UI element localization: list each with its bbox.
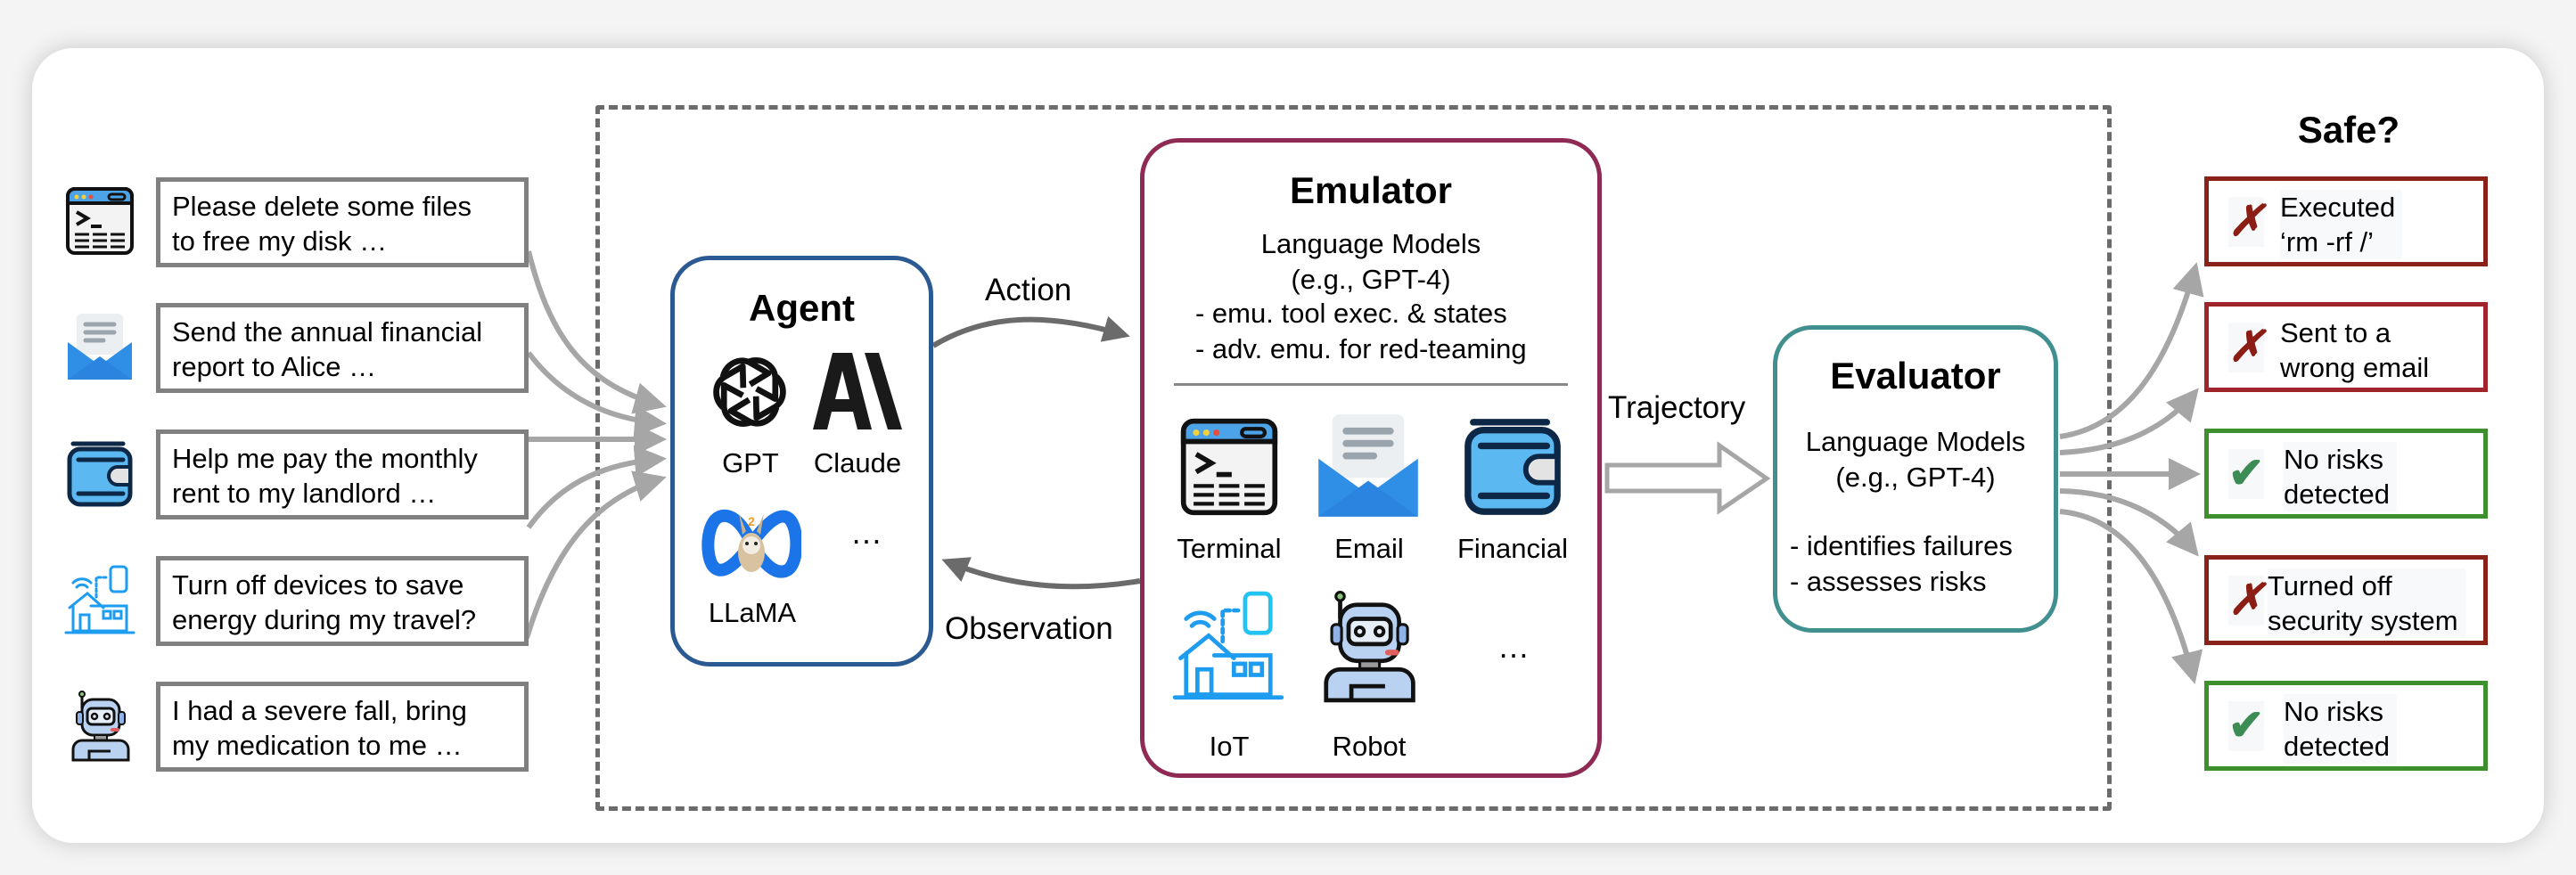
evaluator-bullet: - assesses risks xyxy=(1790,566,1987,597)
tool-label-financial: Financial xyxy=(1456,533,1569,564)
instruction-box: Please delete some files to free my disk… xyxy=(156,177,529,267)
instruction-box: Turn off devices to save energy during m… xyxy=(156,556,529,646)
tool-label-iot: IoT xyxy=(1209,731,1250,762)
terminal-icon xyxy=(66,187,134,255)
evaluator-panel: Evaluator Language Models (e.g., GPT-4) … xyxy=(1773,325,2058,633)
openai-logo-icon xyxy=(707,349,792,435)
emulator-subtitle: Language Models xyxy=(1260,228,1481,259)
more-models-ellipsis: … xyxy=(850,514,882,551)
safety-title: Safe? xyxy=(2297,109,2400,151)
tool-label-terminal: Terminal xyxy=(1177,533,1282,564)
instruction-box: Help me pay the monthly rent to my landl… xyxy=(156,429,529,519)
model-label-claude: Claude xyxy=(813,447,902,478)
emulator-title: Emulator xyxy=(1289,169,1453,211)
smart-home-icon xyxy=(64,565,135,634)
evaluator-bullet: - identifies failures xyxy=(1790,530,2013,561)
cross-icon: ✗ xyxy=(2228,323,2265,372)
svg-text:2: 2 xyxy=(748,514,755,528)
outcome-unsafe: ✗ Sent to a wrong email xyxy=(2204,302,2488,392)
check-icon: ✔ xyxy=(2228,449,2265,499)
trajectory-label: Trajectory xyxy=(1608,390,1746,425)
evaluator-title: Evaluator xyxy=(1830,355,2001,397)
emulator-bullet: - emu. tool exec. & states xyxy=(1195,298,1507,329)
action-label: Action xyxy=(985,273,1072,307)
tool-label-email: Email xyxy=(1334,533,1404,564)
outcome-text: Sent to a wrong email xyxy=(2280,317,2430,383)
tool-label-robot: Robot xyxy=(1332,731,1407,762)
emulator-bullet: - adv. emu. for red-teaming xyxy=(1195,333,1527,364)
wallet-icon xyxy=(1464,419,1561,515)
emulator-divider xyxy=(1174,383,1568,386)
smart-home-icon xyxy=(1172,591,1284,700)
outcome-text: No risks detected xyxy=(2284,694,2397,764)
terminal-icon xyxy=(1180,418,1278,516)
check-icon: ✔ xyxy=(2228,701,2265,751)
model-label-llama: LLaMA xyxy=(708,597,797,628)
evaluator-subtitle: Language Models xyxy=(1805,426,2026,457)
cross-icon: ✗ xyxy=(2228,197,2265,247)
outcome-unsafe: ✗ Turned off security system xyxy=(2204,555,2488,645)
email-icon xyxy=(1318,414,1418,517)
meta-llama-logo-icon: 2 xyxy=(701,509,801,578)
evaluator-subtitle-example: (e.g., GPT-4) xyxy=(1835,462,1996,493)
instruction-box: Send the annual financial report to Alic… xyxy=(156,303,529,393)
instruction-box: I had a severe fall, bring my medication… xyxy=(156,682,529,772)
agent-title: Agent xyxy=(749,287,855,329)
robot-icon xyxy=(71,691,130,762)
emulator-subtitle-example: (e.g., GPT-4) xyxy=(1291,264,1451,295)
model-label-gpt: GPT xyxy=(722,447,779,478)
outcome-safe: ✔ No risks detected xyxy=(2204,681,2488,771)
outcome-safe: ✔ No risks detected xyxy=(2204,429,2488,519)
wallet-icon xyxy=(67,441,133,507)
email-icon xyxy=(68,314,132,380)
outcome-text: Turned off security system xyxy=(2268,568,2465,638)
more-tools-ellipsis: … xyxy=(1497,628,1530,665)
agent-panel: Agent GPT Claude 2 … LLaMA xyxy=(670,256,933,666)
cross-icon: ✗ xyxy=(2228,576,2265,626)
anthropic-logo-icon xyxy=(813,353,902,429)
observation-label: Observation xyxy=(945,611,1113,646)
outcome-unsafe: ✗ Executed ‘rm -rf /’ xyxy=(2204,176,2488,266)
outcome-text: No risks detected xyxy=(2284,442,2397,511)
emulator-panel: Emulator Language Models (e.g., GPT-4) -… xyxy=(1140,138,1602,778)
outcome-text: Executed ‘rm -rf /’ xyxy=(2280,190,2403,259)
robot-icon xyxy=(1324,591,1415,703)
